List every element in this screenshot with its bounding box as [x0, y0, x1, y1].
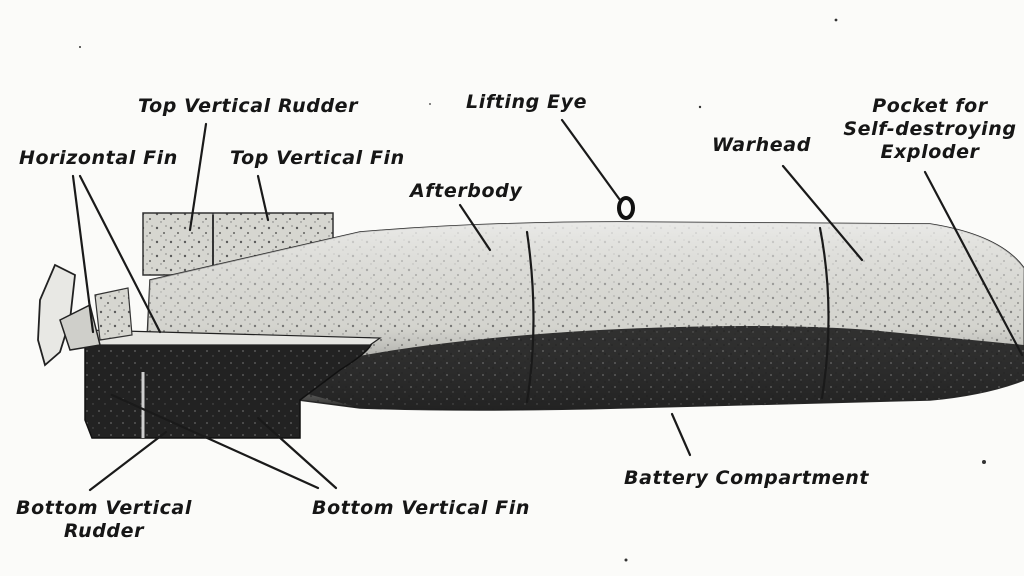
lifting-eye-ring	[617, 196, 635, 220]
scan-specks	[79, 18, 986, 562]
label-pocket-for-self-destroying-exploder: Pocket for Self-destroying Exploder	[830, 95, 1024, 164]
label-pocket-line1: Pocket for	[872, 95, 988, 117]
leader-top-vertical-rudder	[188, 122, 208, 232]
leader-warhead	[781, 164, 864, 262]
leader-horizontal-fin-b	[78, 174, 162, 334]
label-afterbody: Afterbody	[410, 180, 523, 202]
leader-pocket-exploder	[923, 170, 1024, 357]
leader-top-vertical-fin	[256, 174, 270, 222]
leader-horizontal-fin-a	[71, 174, 95, 334]
label-warhead: Warhead	[712, 134, 811, 156]
label-horizontal-fin: Horizontal Fin	[19, 147, 178, 169]
leader-bottom-vertical-fin-a	[110, 393, 320, 490]
label-bottom-vertical-rudder-line1: Bottom Vertical	[16, 497, 192, 519]
leader-lines	[71, 118, 1024, 492]
label-pocket-line3: Exploder	[880, 141, 980, 163]
leader-battery-compartment	[670, 412, 692, 457]
label-pocket-line2: Self-destroying	[843, 118, 1017, 140]
label-top-vertical-fin: Top Vertical Fin	[230, 147, 405, 169]
leader-bottom-vertical-rudder	[88, 430, 168, 492]
label-battery-compartment: Battery Compartment	[624, 467, 870, 489]
label-bottom-vertical-rudder-line2: Rudder	[63, 520, 145, 542]
label-top-vertical-rudder: Top Vertical Rudder	[138, 95, 359, 117]
torpedo-hull	[144, 221, 1024, 411]
leader-bottom-vertical-fin-b	[256, 416, 338, 490]
label-lifting-eye: Lifting Eye	[466, 91, 588, 113]
leader-lifting-eye	[560, 118, 622, 202]
label-bottom-vertical-rudder: Bottom Vertical Rudder	[14, 497, 194, 543]
leader-afterbody	[458, 203, 492, 252]
label-bottom-vertical-fin: Bottom Vertical Fin	[312, 497, 530, 519]
